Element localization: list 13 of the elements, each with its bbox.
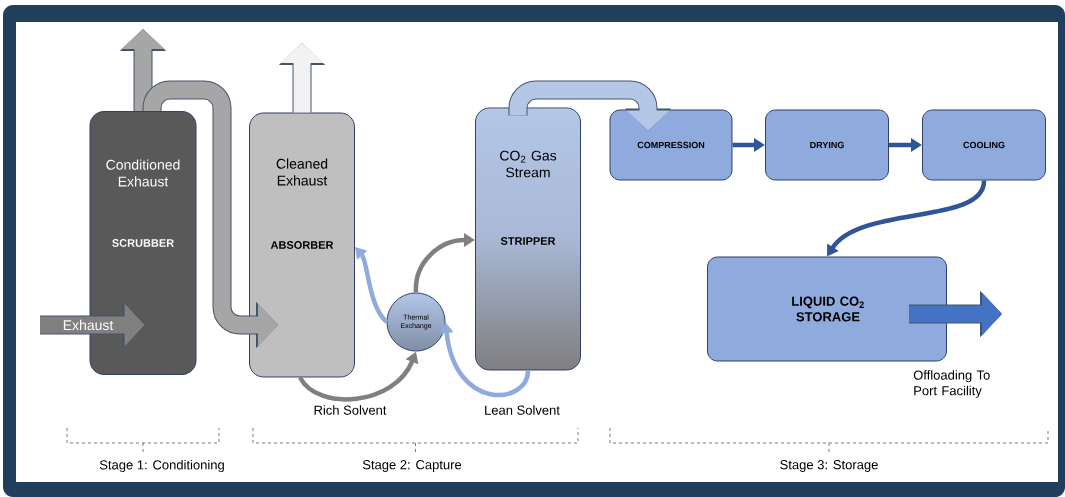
absorber-column: Cleaned Exhaust ABSORBER bbox=[249, 112, 355, 378]
process-box: DRYING bbox=[765, 109, 889, 181]
process-box: COMPRESSION bbox=[609, 109, 733, 181]
note-text: Offloading To Port Facility bbox=[913, 370, 990, 398]
stripper-column: CO$_{2}$ Gas Stream STRIPPER bbox=[475, 107, 581, 371]
stage-label: Stage 3: Storage bbox=[780, 460, 878, 472]
process-box: COOLING bbox=[922, 109, 1046, 181]
edge-label: Rich Solvent bbox=[312, 404, 388, 416]
edge-label: Lean Solvent bbox=[483, 404, 561, 416]
stage-label: Stage 1: Conditioning bbox=[99, 459, 224, 473]
stage-label: Stage 2: Capture bbox=[362, 460, 462, 472]
storage-tank-box: LIQUID CO$_{2}$ STORAGE bbox=[707, 256, 947, 362]
arrow bbox=[355, 247, 389, 324]
